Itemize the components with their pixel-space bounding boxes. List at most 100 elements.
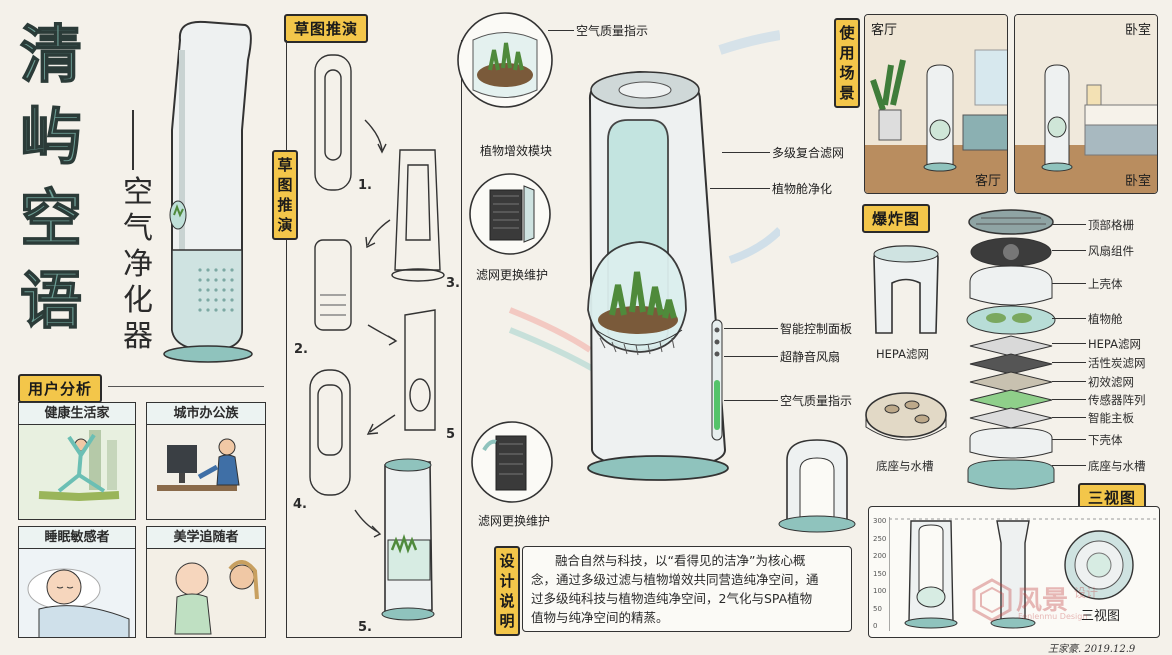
brand-title: 清 屿 空 语 bbox=[19, 14, 120, 342]
scale-tick: 50 bbox=[873, 604, 882, 613]
design-description: 融合自然与科技，以“看得见的洁净”为核心概 念，通过多级过滤与植物增效共同营造纯… bbox=[522, 546, 852, 632]
three-view-caption: 三视图 bbox=[1081, 609, 1121, 624]
callout-multi-filter: 多级复合滤网 bbox=[772, 146, 845, 160]
exploded-part-label: 活性炭滤网 bbox=[1088, 356, 1146, 370]
exploded-side-base bbox=[865, 392, 947, 441]
watermark: 风景 设计 Fenlenmu Design bbox=[970, 576, 1140, 626]
scene-living-room: 客厅 客厅 bbox=[864, 14, 1008, 194]
exploded-part-label: 风扇组件 bbox=[1088, 244, 1134, 258]
leader-line bbox=[724, 400, 778, 401]
leader-line bbox=[1052, 224, 1086, 225]
leader-line bbox=[1052, 283, 1086, 284]
vtag-char: 明 bbox=[499, 612, 515, 630]
user-card-aesthetic: 美学追随者 bbox=[146, 526, 266, 638]
scale-tick: 300 bbox=[873, 517, 887, 525]
exploded-part-label: 下壳体 bbox=[1088, 433, 1123, 447]
watermark-logo-icon bbox=[972, 578, 1012, 622]
sketch-step: 3. bbox=[446, 276, 460, 291]
title-char: 语 bbox=[19, 263, 83, 338]
vtag-char: 场 bbox=[839, 64, 855, 82]
title-char: 空 bbox=[19, 181, 83, 256]
sketch-drawings bbox=[309, 54, 445, 621]
exploded-part-label: 传感器阵列 bbox=[1088, 393, 1146, 407]
exploded-stack bbox=[966, 209, 1056, 490]
sleeping-baby-illustration bbox=[19, 549, 135, 637]
leader-line bbox=[722, 152, 770, 153]
scale-tick: 200 bbox=[873, 552, 887, 560]
signature: 王家豪. 2019.12.9 bbox=[1048, 644, 1136, 655]
scene-bedroom: 卧室 卧室 bbox=[1014, 14, 1158, 194]
leader-line bbox=[724, 356, 778, 357]
brand-subtitle: 空 气 净 化 器 bbox=[118, 175, 158, 355]
user-card-office: 城市办公族 bbox=[146, 402, 266, 520]
three-view-drawing bbox=[889, 517, 1157, 631]
scale-tick: 100 bbox=[873, 587, 887, 595]
sketch-vtag: 草 图 推 演 bbox=[272, 150, 298, 240]
exploded-part-label: 顶部格栅 bbox=[1088, 218, 1134, 232]
leader-line bbox=[1052, 250, 1086, 251]
callout-control-panel: 智能控制面板 bbox=[780, 322, 853, 336]
user-card-health: 健康生活家 bbox=[18, 402, 136, 520]
vtag-char: 景 bbox=[839, 84, 855, 102]
sketch-step: 2. bbox=[294, 342, 308, 357]
watermark-sub: 设计 bbox=[1074, 586, 1099, 600]
vtag-char: 用 bbox=[839, 44, 855, 62]
sketch-step: 5 bbox=[446, 427, 456, 442]
leader-line bbox=[1052, 362, 1086, 363]
watermark-sub: Fenlenmu Design bbox=[1018, 612, 1088, 621]
leader-line bbox=[1052, 381, 1086, 382]
exploded-part-label: 初效滤网 bbox=[1088, 375, 1134, 389]
vtag-char: 图 bbox=[277, 176, 293, 194]
title-divider bbox=[132, 110, 134, 170]
design-line: 融合自然与科技，以“看得见的洁净”为核心概 bbox=[555, 553, 806, 568]
leader-line bbox=[548, 30, 574, 31]
exploded-part-label: 底座与水槽 bbox=[1088, 459, 1146, 473]
user-card-sleep: 睡眠敏感者 bbox=[18, 526, 136, 638]
subtitle-char: 器 bbox=[123, 319, 153, 354]
detail-label-filter-2: 滤网更换维护 bbox=[478, 514, 551, 528]
scale-ticks: 300 250 200 150 100 50 0 bbox=[873, 513, 889, 636]
exploded-tag: 爆炸图 bbox=[862, 204, 931, 233]
scene-label: 卧室 bbox=[1124, 174, 1151, 189]
design-vtag: 设 计 说 明 bbox=[494, 546, 520, 636]
sketch-tag: 草图推演 bbox=[284, 14, 369, 43]
leader-line bbox=[710, 188, 770, 189]
vtag-char: 演 bbox=[277, 216, 293, 234]
title-char: 屿 bbox=[19, 99, 83, 174]
leader-line bbox=[1052, 399, 1086, 400]
exploded-part-label: 智能主板 bbox=[1088, 411, 1134, 425]
sketch-frame bbox=[286, 40, 462, 638]
leader-line bbox=[1052, 465, 1086, 466]
scene-label: 客厅 bbox=[871, 23, 898, 38]
base-detail-illustration bbox=[778, 439, 856, 533]
hero-product-illustration bbox=[163, 20, 253, 363]
design-line: 过多级纯科技与植物造纯净空间，2气化与SPA植物 bbox=[531, 591, 813, 606]
scale-tick: 250 bbox=[873, 534, 887, 543]
exploded-side-hepa bbox=[873, 245, 939, 334]
vtag-char: 计 bbox=[499, 572, 515, 590]
exploded-part-label: HEPA滤网 bbox=[1088, 337, 1141, 351]
design-line: 值物与纯净空间的精蒸。 bbox=[531, 610, 669, 625]
vtag-char: 使 bbox=[839, 24, 855, 42]
subtitle-char: 空 bbox=[123, 175, 153, 210]
three-view-panel: 300 250 200 150 100 50 0 三视图 bbox=[868, 506, 1160, 638]
sketch-step: 4. bbox=[293, 497, 307, 512]
vtag-char: 推 bbox=[277, 196, 293, 214]
user-label: 睡眠敏感者 bbox=[19, 527, 135, 549]
office-worker-illustration bbox=[147, 425, 265, 519]
design-line: 念，通过多级过滤与植物增效共同营造纯净空间，通 bbox=[531, 572, 819, 587]
user-label: 美学追随者 bbox=[147, 527, 265, 549]
detail-label-plant-module: 植物增效模块 bbox=[480, 144, 553, 158]
leader-line bbox=[1052, 417, 1086, 418]
main-product-illustration bbox=[508, 30, 780, 481]
detail-label-air-quality: 空气质量指示 bbox=[576, 24, 649, 38]
leader-line bbox=[1052, 318, 1086, 319]
exploded-part-label: 植物舱 bbox=[1088, 312, 1123, 326]
callout-plant-cabin: 植物舱净化 bbox=[772, 182, 833, 196]
detail-label-filter-1: 滤网更换维护 bbox=[476, 268, 549, 282]
subtitle-char: 气 bbox=[123, 211, 153, 246]
vtag-char: 说 bbox=[499, 592, 515, 610]
detail-filter-replace-2 bbox=[471, 421, 553, 503]
vtag-char: 设 bbox=[499, 552, 515, 570]
sketch-step: 1. bbox=[358, 178, 372, 193]
